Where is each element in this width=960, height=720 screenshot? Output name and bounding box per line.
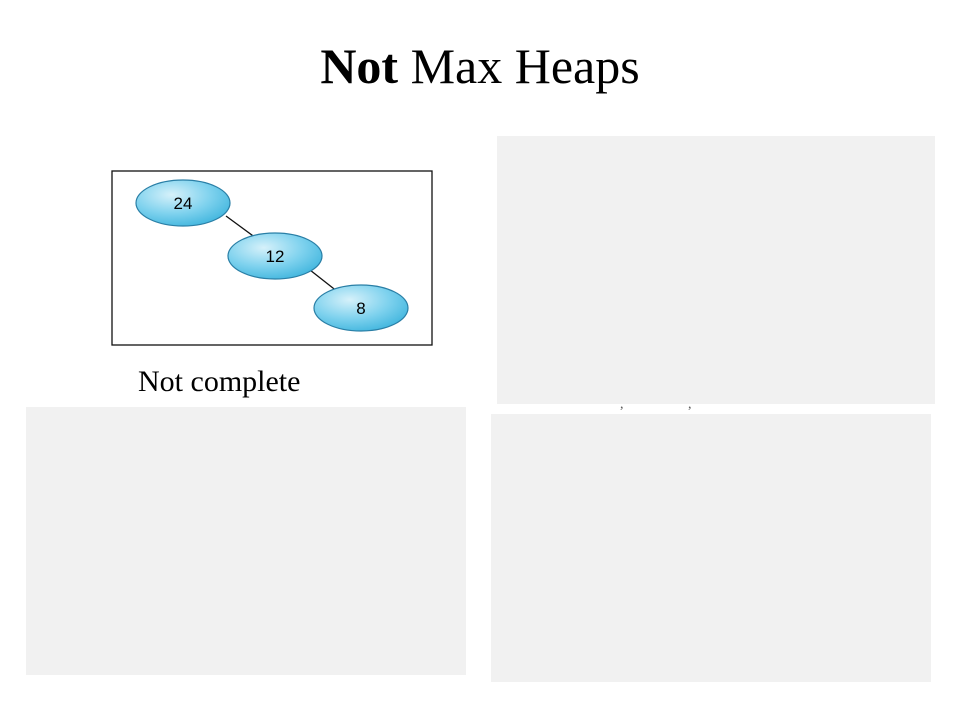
text-fragment: , [620,397,624,412]
node-label: 12 [266,247,285,266]
blank-image-placeholder [497,136,935,404]
tree-node-root: 24 [135,179,231,227]
node-label: 24 [174,194,193,213]
edge-root-child [225,215,257,239]
blank-image-placeholder [26,407,466,675]
heap-tree-diagram: 24 12 8 [110,168,434,348]
title-emphasis: Not [320,38,399,94]
node-label: 8 [356,299,365,318]
slide-title: Not Max Heaps [0,34,960,98]
tree-node-grandchild: 8 [313,284,409,332]
tree-node-child: 12 [227,232,323,280]
caption-not-complete: Not complete [138,365,301,398]
text-fragment: , [688,397,692,412]
edge-child-grandchild [309,269,339,293]
title-rest: Max Heaps [398,38,640,94]
heap-tree-svg: 24 12 8 [111,170,433,346]
blank-image-placeholder [491,414,931,682]
